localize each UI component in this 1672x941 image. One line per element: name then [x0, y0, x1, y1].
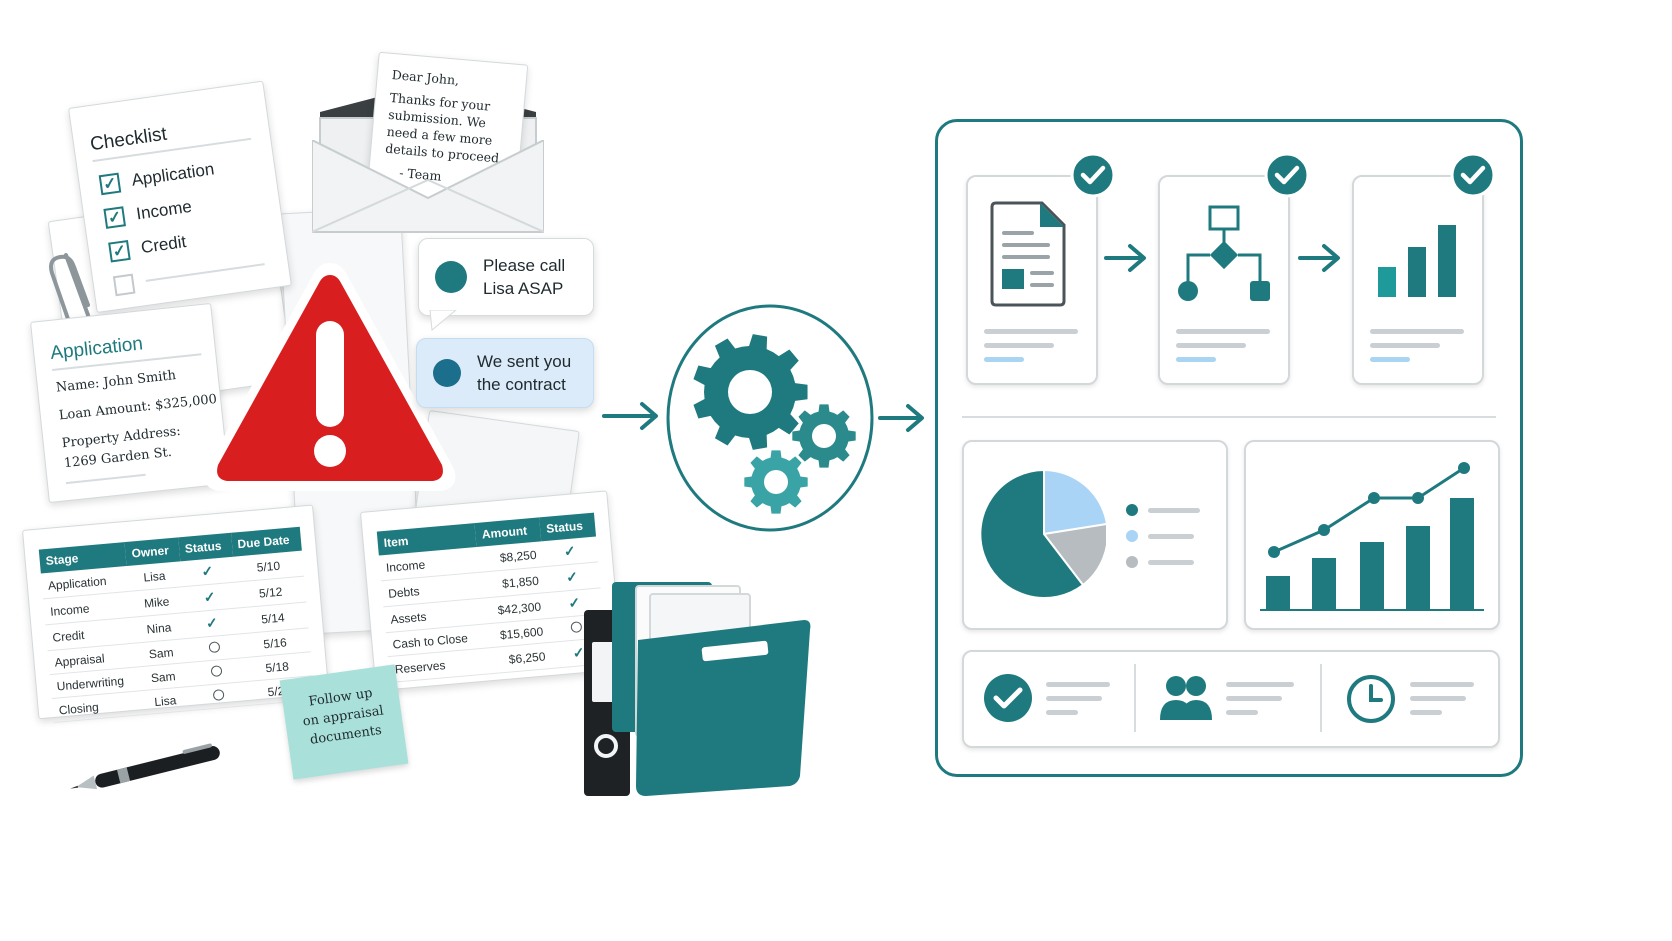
checkbox-checked-icon: ✓: [108, 239, 131, 263]
divider: [1320, 664, 1322, 732]
arrow-right-icon: [878, 404, 924, 432]
applicant-name: Name: John Smith: [55, 368, 177, 396]
warning-triangle-icon: [204, 263, 456, 491]
checkbox-empty-icon: [112, 273, 136, 297]
legend-dot: [1126, 556, 1138, 568]
avatar-dot: [435, 261, 467, 293]
envelope-front: [312, 140, 544, 233]
divider: [1134, 664, 1136, 732]
checkbox-checked-icon: ✓: [98, 172, 122, 196]
pie-chart-icon: [979, 468, 1106, 599]
status-pending-icon: [190, 681, 246, 711]
loan-amount: Loan Amount: $325,000: [58, 391, 218, 424]
bar-chart-icon: [1378, 225, 1456, 297]
sticky-note: Follow up on appraisal documents: [279, 664, 409, 780]
check-circle-icon: [1070, 152, 1116, 198]
status-strip: [962, 650, 1500, 748]
analytics-card: [1352, 175, 1484, 385]
bubble-line: We sent you: [477, 352, 572, 371]
amount-table: Item Amount Status Income$8,250✓Debts$1,…: [376, 512, 608, 683]
gears-icon: [666, 304, 874, 532]
trend-chart-panel: [1244, 440, 1500, 630]
users-icon: [1160, 676, 1212, 720]
table-cell: $6,250: [485, 642, 553, 674]
legend-dot: [1126, 530, 1138, 542]
document-icon: [990, 201, 1066, 307]
chat-bubble-call: Please call Lisa ASAP: [418, 238, 594, 316]
chat-bubble-contract: We sent you the contract: [416, 338, 594, 408]
folder-icon: [636, 620, 811, 796]
check-circle-icon: [1450, 152, 1496, 198]
bubble-line: the contract: [477, 375, 566, 394]
bubble-tail: [429, 310, 457, 331]
document-card: [966, 175, 1098, 385]
binder-folder-group: [584, 582, 811, 796]
check-circle-icon: [1264, 152, 1310, 198]
legend-dot: [1126, 504, 1138, 516]
avatar-dot: [433, 359, 461, 387]
pen-icon: [70, 743, 220, 790]
table-cell: Lisa: [137, 686, 194, 715]
checkbox-checked-icon: ✓: [103, 206, 126, 229]
clock-icon: [1347, 675, 1395, 723]
check-circle-icon: [984, 674, 1032, 722]
pie-chart-panel: [962, 440, 1228, 630]
checklist-item: ✓ Income: [103, 197, 193, 229]
workflow-card: [1158, 175, 1290, 385]
bubble-line: Please call: [483, 256, 566, 275]
trend-chart-icon: [1260, 462, 1484, 611]
workflow-icon: [1178, 205, 1270, 301]
arrow-right-icon: [1104, 244, 1146, 272]
divider: [962, 416, 1496, 418]
arrow-right-icon: [1298, 244, 1340, 272]
bubble-line: Lisa ASAP: [483, 279, 564, 298]
checklist-item: ✓ Application: [98, 159, 216, 196]
arrow-right-icon: [602, 402, 658, 430]
checklist-item: ✓ Credit: [108, 232, 187, 263]
